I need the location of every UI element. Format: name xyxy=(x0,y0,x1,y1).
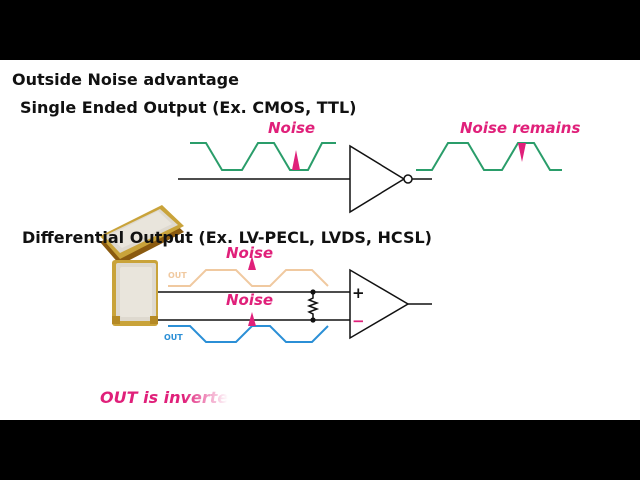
noise-spike-3 xyxy=(248,256,256,270)
noise-spike-4 xyxy=(248,312,256,326)
out-waveform xyxy=(168,269,329,287)
minus-terminal: − xyxy=(352,312,365,330)
noise-label-input: Noise xyxy=(268,119,316,137)
noise-label-out: Noise xyxy=(226,244,274,262)
inverted-note: OUT is inverted xyxy=(100,388,228,407)
plus-terminal: + xyxy=(352,284,365,302)
differential-oscillator xyxy=(112,260,158,326)
diagram-canvas: OUT OUT + − xyxy=(100,142,562,343)
noise-remains-label: Noise remains xyxy=(460,119,581,137)
single-ended-input-waveform xyxy=(190,142,336,171)
termination-resistor xyxy=(306,289,320,323)
single-ended-heading: Single Ended Output (Ex. CMOS, TTL) xyxy=(20,98,357,117)
slide: Outside Noise advantage Single Ended Out… xyxy=(0,60,640,420)
differential-receiver xyxy=(349,268,432,340)
out-bar-waveform xyxy=(168,325,329,343)
out-label: OUT xyxy=(168,271,187,280)
noise-spike-1 xyxy=(292,150,300,170)
out-bar-label: OUT xyxy=(164,333,183,342)
single-ended-output-waveform xyxy=(416,142,562,171)
slide-title: Outside Noise advantage xyxy=(12,70,239,89)
single-ended-oscillator xyxy=(100,205,184,265)
differential-heading: Differential Output (Ex. LV-PECL, LVDS, … xyxy=(22,228,432,247)
noise-label-out-bar: Noise xyxy=(226,291,274,309)
noise-spike-2 xyxy=(518,143,526,162)
inverter-buffer xyxy=(349,144,432,214)
